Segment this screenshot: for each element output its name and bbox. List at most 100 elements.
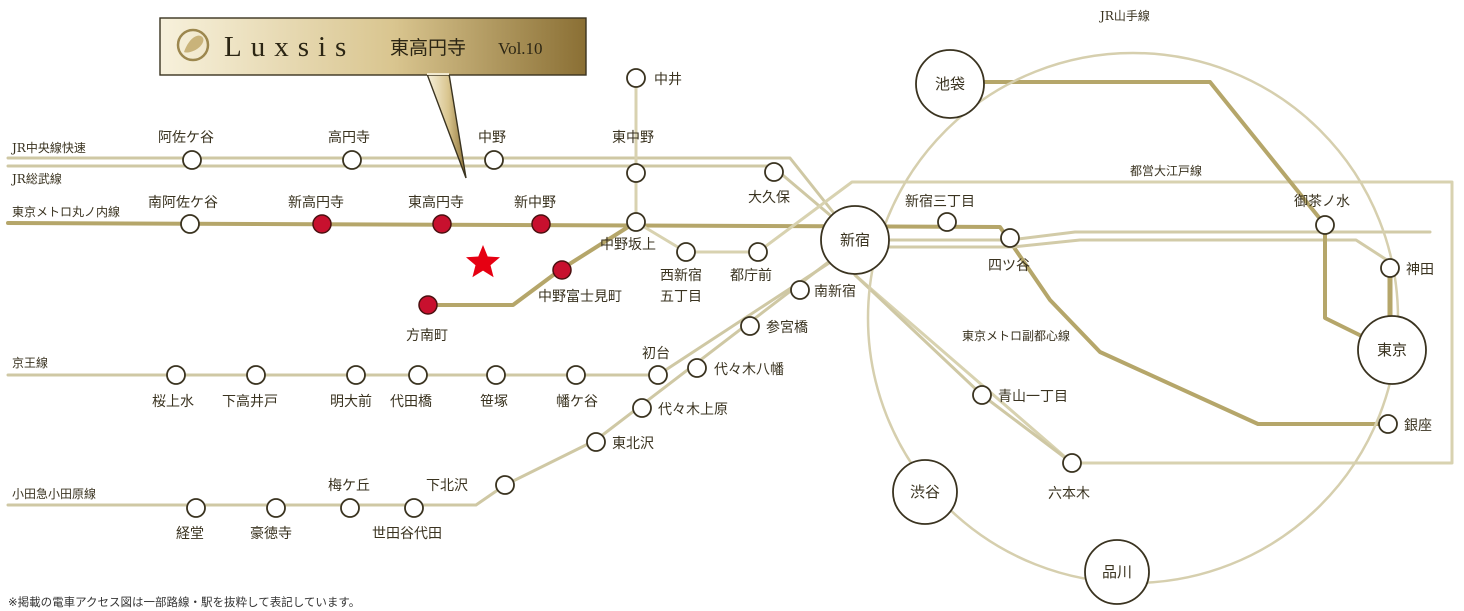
station-gotokuji [266, 498, 286, 518]
station-okubo [764, 162, 784, 182]
station-roppongi [1062, 453, 1082, 473]
station-hatsudai [648, 365, 668, 385]
label-minamishinjuku: 南新宿 [814, 283, 856, 300]
label-shimotakaido: 下高井戸 [222, 393, 278, 410]
label-sakurajosui: 桜上水 [152, 394, 194, 410]
label-aoyama-itchome: 青山一丁目 [998, 389, 1068, 405]
label-shimokitazawa: 下北沢 [426, 478, 468, 494]
jr-chuo-east [868, 230, 1432, 242]
marunouchi-branch [426, 220, 638, 307]
label-gotokuji: 豪徳寺 [250, 526, 292, 542]
station-sakurajosui [166, 365, 186, 385]
footnote: ※掲載の電車アクセス図は一部路線・駅を抜粋して表記しています。 [8, 595, 360, 609]
label-kyodo: 経堂 [176, 526, 204, 542]
hub-tokyo [1357, 315, 1427, 385]
banner-volume: Vol.10 [498, 39, 543, 58]
label-higashikitazawa: 東北沢 [612, 436, 654, 452]
station-shinjuku-sanchome [937, 212, 957, 232]
station-nakanofujimicho [552, 260, 572, 280]
station-honancho [418, 295, 438, 315]
jr-sobu-east [868, 238, 1392, 264]
line-label-sobu: JR総武線 [10, 171, 62, 186]
label-shinkoenji: 新高円寺 [288, 194, 344, 211]
station-shimotakaido [246, 365, 266, 385]
label-okubo: 大久保 [748, 190, 790, 206]
label-nishishinjuku-gochome-1: 西新宿 [660, 267, 702, 284]
station-kyodo [186, 498, 206, 518]
label-ikebukuro: 池袋 [935, 75, 965, 93]
station-sasazuka [486, 365, 506, 385]
property-star-icon [466, 245, 500, 278]
station-shimokitazawa [495, 475, 515, 495]
station-yotsuya [1000, 228, 1020, 248]
label-nishishinjuku-gochome-2: 五丁目 [660, 289, 702, 305]
line-label-chuo: JR中央線快速 [10, 140, 86, 155]
station-minamiasagaya [180, 214, 200, 234]
label-ochanomizu: 御茶ノ水 [1294, 194, 1350, 210]
label-yoyogiuehara: 代々木上原 [658, 402, 728, 418]
hub-shinagawa [1084, 539, 1150, 605]
label-shibuya: 渋谷 [910, 483, 940, 501]
station-yoyogiuehara [632, 398, 652, 418]
station-setagayadaita [404, 498, 424, 518]
label-roppongi: 六本木 [1048, 486, 1090, 502]
label-hatsudai: 初台 [642, 345, 670, 362]
line-label-odakyu: 小田急小田原線 [12, 486, 96, 501]
label-daitabashi: 代田橋 [390, 394, 432, 410]
label-higashikoenji: 東高円寺 [408, 194, 464, 211]
hub-shibuya [892, 459, 958, 525]
brand-logo-icon [176, 28, 210, 62]
line-label-oedo: 都営大江戸線 [1130, 163, 1202, 178]
label-nakanosakaue: 中野坂上 [600, 237, 656, 253]
station-ginza [1378, 414, 1398, 434]
label-sangubashi: 参宮橋 [766, 319, 808, 336]
station-nakanosakaue [626, 212, 646, 232]
line-label-keio: 京王線 [12, 355, 48, 370]
label-nakano: 中野 [478, 130, 506, 146]
station-sangubashi [740, 316, 760, 336]
station-shinkoenji [312, 214, 332, 234]
station-meidaimae [346, 365, 366, 385]
station-daitabashi [408, 365, 428, 385]
station-hatagaya [566, 365, 586, 385]
station-yoyogihachiman [687, 358, 707, 378]
label-ginza: 銀座 [1404, 418, 1432, 434]
label-yotsuya: 四ツ谷 [988, 258, 1030, 274]
hub-shinjuku [820, 205, 890, 275]
label-sasazuka: 笹塚 [480, 394, 508, 410]
label-yoyogihachiman: 代々木八幡 [714, 362, 784, 378]
station-higashikitazawa [586, 432, 606, 452]
line-label-fukutoshin: 東京メトロ副都心線 [962, 328, 1070, 343]
station-ochanomizu [1315, 215, 1335, 235]
property-banner: Luxsis 東高円寺 Vol.10 [159, 17, 587, 179]
oedo-line [634, 72, 1454, 465]
label-honancho: 方南町 [406, 328, 448, 344]
line-label-marunouchi: 東京メトロ丸ノ内線 [12, 204, 120, 219]
jr-chuo-line [6, 156, 854, 238]
label-nakai: 中井 [654, 72, 682, 88]
label-shinnakano: 新中野 [514, 195, 556, 211]
label-nakanofujimicho: 中野富士見町 [538, 288, 622, 305]
hub-ikebukuro [915, 49, 985, 119]
label-minamiasagaya: 南阿佐ケ谷 [148, 195, 218, 211]
station-nakai [626, 68, 646, 88]
station-nishishinjuku-gochome [676, 242, 696, 262]
banner-property: 東高円寺 [390, 37, 466, 59]
label-koenji: 高円寺 [328, 129, 370, 146]
label-shinjuku: 新宿 [840, 231, 870, 249]
station-higashikoenji [432, 214, 452, 234]
label-umegaoka: 梅ケ丘 [328, 478, 370, 494]
station-koenji [342, 150, 362, 170]
station-minamishinjuku [790, 280, 810, 300]
label-shinagawa: 品川 [1102, 563, 1132, 581]
line-label-yamanote: JR山手線 [1098, 8, 1150, 23]
station-tochomae [748, 242, 768, 262]
label-asagaya: 阿佐ケ谷 [158, 130, 214, 146]
banner-brand: Luxsis [224, 31, 355, 63]
label-meidaimae: 明大前 [330, 393, 372, 410]
label-tokyo: 東京 [1377, 341, 1407, 359]
label-kanda: 神田 [1406, 262, 1434, 278]
station-aoyama-itchome [972, 385, 992, 405]
label-higashinakano: 東中野 [612, 130, 654, 146]
